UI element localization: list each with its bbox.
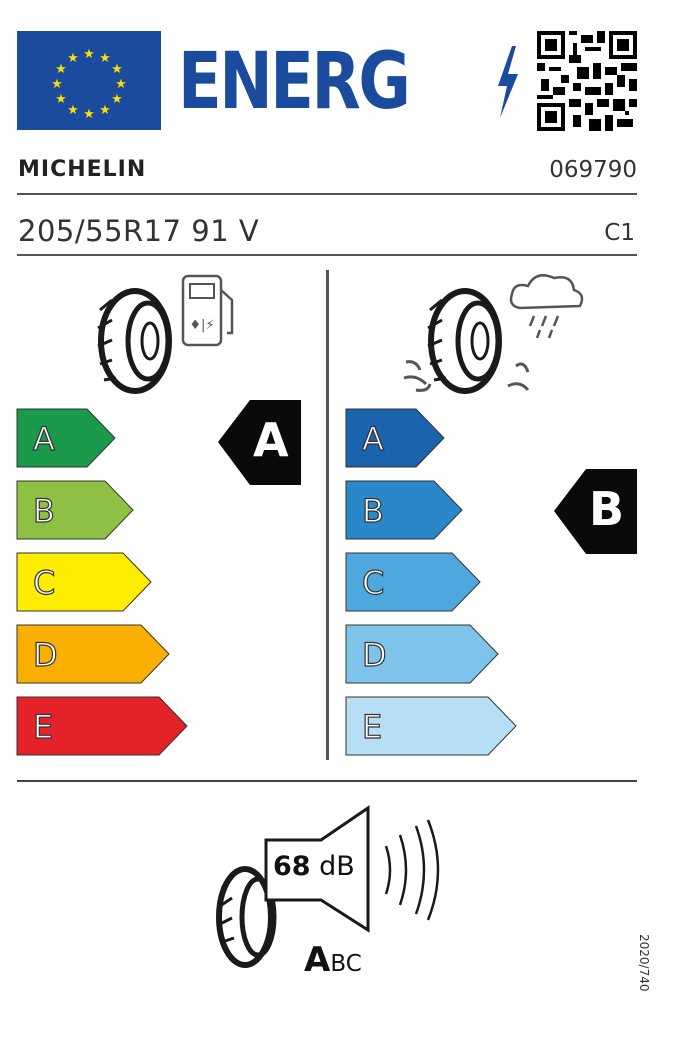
svg-text:★: ★ [99,51,111,66]
wet-grip-rating-letter: B [589,482,625,536]
eu-flag-icon: ★★★ ★★★ ★★★ ★★★ [17,31,161,130]
fuel-rating-letter: A [253,413,289,467]
brand-name: MICHELIN [18,157,147,182]
wet-grip-bar-label-c: C [362,564,384,602]
fuel-rating-marker [218,400,301,485]
wet-grip-rating-marker [554,469,637,554]
wet-grip-bar-label-a: A [362,420,384,458]
wet-grip-bar-label-b: B [362,492,384,530]
qr-code-icon [537,31,637,131]
fuel-bar-b [16,480,134,540]
svg-text:★: ★ [99,103,111,118]
wet-grip-bar-d [345,624,499,684]
wet-grip-bar-a [345,408,445,468]
divider [17,254,637,256]
tyre-rain-cloud-icon [403,274,584,394]
tyre-fuel-pump-icon: ♦|⚡ [97,274,234,394]
fuel-bar-label-d: D [33,636,58,674]
tyre-size: 205/55R17 91 V [18,214,260,248]
wet-grip-bar-c [345,552,481,612]
noise-unit: dB [319,851,355,882]
noise-db-value: 68 [273,851,311,882]
noise-class: ABC [304,940,362,980]
wet-grip-bar-label-d: D [362,636,387,674]
svg-text:★: ★ [83,47,95,62]
fuel-bar-c [16,552,152,612]
regulation-number: 2020/740 [620,930,651,1010]
regulation-text: 2020/740 [637,934,650,992]
svg-text:★: ★ [55,92,67,107]
svg-text:★: ★ [111,92,123,107]
svg-text:♦|⚡: ♦|⚡ [189,318,214,333]
energy-title: ENERG [178,37,411,127]
tyre-class: C1 [604,220,635,246]
fuel-bar-a [16,408,116,468]
wet-grip-bar-label-e: E [362,708,382,746]
fuel-bar-label-a: A [33,420,55,458]
svg-text:★: ★ [115,77,127,92]
wet-grip-bar-e [345,696,517,756]
fuel-bar-label-e: E [33,708,53,746]
column-divider [326,270,329,760]
lightning-bolt-icon [494,46,520,118]
svg-text:★: ★ [111,62,123,77]
fuel-bar-label-c: C [33,564,55,602]
divider [17,193,637,195]
svg-text:★: ★ [55,62,67,77]
divider [17,780,637,782]
tyre-type-id: 069790 [549,157,637,183]
fuel-bar-d [16,624,170,684]
svg-text:★: ★ [67,103,79,118]
svg-text:★: ★ [83,107,95,122]
fuel-bar-label-b: B [33,492,55,530]
noise-class-primary: A [304,940,331,980]
noise-value: 68 dB [273,851,355,882]
tyre-speaker-icon [216,805,440,968]
noise-class-rest: BC [330,951,362,977]
wet-grip-bar-b [345,480,463,540]
svg-text:★: ★ [51,77,63,92]
svg-text:★: ★ [67,51,79,66]
fuel-bar-e [16,696,188,756]
